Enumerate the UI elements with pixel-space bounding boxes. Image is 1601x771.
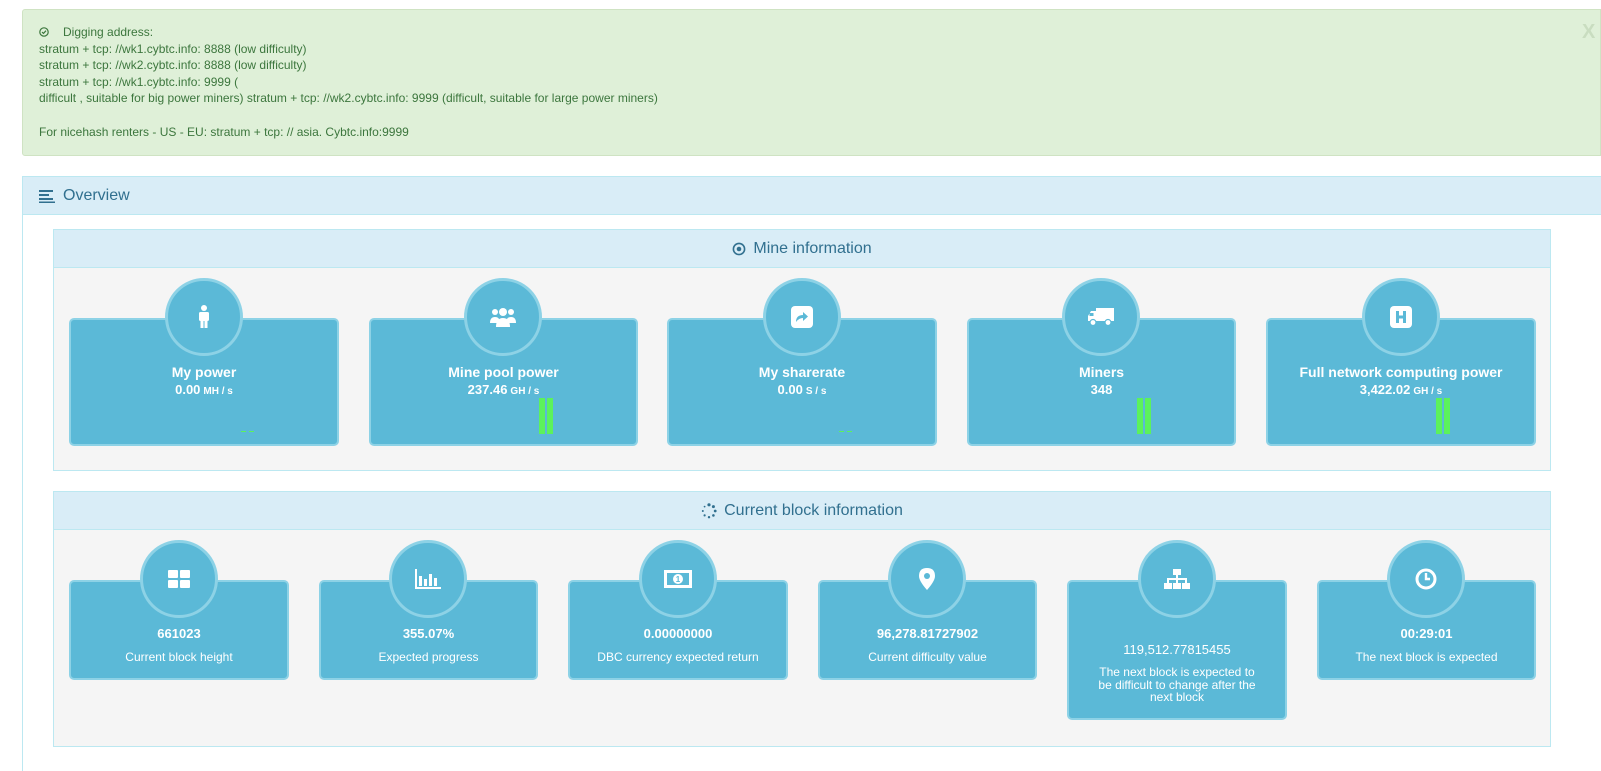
- bar-chart-icon: [415, 569, 441, 589]
- card-label: The next block is expected to be difficu…: [1098, 665, 1256, 704]
- overview-title: Overview: [63, 186, 130, 204]
- sparkline: [839, 431, 852, 432]
- card-label: Expected progress: [378, 650, 479, 664]
- my-power-icon-circle: [165, 278, 243, 356]
- network-power-icon-circle: [1362, 278, 1440, 356]
- mining-address-alert: Digging address: stratum + tcp: //wk1.cy…: [22, 9, 1601, 156]
- card-label: Current block height: [125, 650, 233, 664]
- user-icon: [199, 305, 209, 328]
- card-value: 119,512.77815455: [1123, 642, 1231, 657]
- dot-circle-icon: [732, 242, 746, 255]
- alert-line: stratum + tcp: //wk1.cybtc.info: 9999 (: [39, 74, 239, 89]
- card-title: My power: [171, 364, 237, 380]
- sparkline: [241, 431, 254, 432]
- card-value: 355.07%: [402, 626, 455, 641]
- money-icon: 1: [664, 570, 692, 588]
- block-height-icon-circle: [140, 540, 218, 618]
- grid-icon: [168, 570, 190, 588]
- align-left-icon: [39, 189, 55, 203]
- block-information-panel: Current block information 661023 Current…: [53, 491, 1551, 747]
- alert-line: difficult , suitable for big power miner…: [39, 91, 658, 106]
- sparkline: [1436, 398, 1450, 434]
- share-icon: [791, 306, 813, 328]
- sparkline: [539, 398, 553, 434]
- miners-icon-circle: [1062, 278, 1140, 356]
- alert-heading: Digging address:: [63, 25, 154, 39]
- card-title: Mine pool power: [448, 364, 559, 380]
- spinner-icon: [701, 502, 717, 518]
- mine-information-heading: Mine information: [54, 230, 1550, 268]
- map-marker-icon: [919, 568, 935, 590]
- block-information-title: Current block information: [724, 501, 903, 519]
- card-label: Current difficulty value: [868, 650, 987, 664]
- card-value: 0.00000000: [643, 626, 713, 641]
- card-label: DBC currency expected return: [597, 650, 759, 664]
- alert-line: stratum + tcp: //wk1.cybtc.info: 8888 (l…: [39, 41, 307, 56]
- sitemap-icon: [1164, 569, 1190, 589]
- expected-progress-icon-circle: [389, 540, 467, 618]
- hospital-icon: [1390, 306, 1412, 328]
- users-icon: [490, 308, 516, 327]
- mine-pool-power-icon-circle: [464, 278, 542, 356]
- my-sharerate-icon-circle: [763, 278, 841, 356]
- block-information-heading: Current block information: [54, 492, 1550, 530]
- difficulty-icon-circle: [888, 540, 966, 618]
- card-value: 661023: [157, 626, 201, 641]
- next-block-time-icon-circle: [1387, 540, 1465, 618]
- truck-icon: [1088, 308, 1114, 326]
- sparkline: [1137, 398, 1151, 434]
- alert-line: stratum + tcp: //wk2.cybtc.info: 8888 (l…: [39, 58, 307, 73]
- card-value: 00:29:01: [1400, 626, 1453, 641]
- alert-nicehash-line: For nicehash renters - US - EU: stratum …: [39, 124, 409, 139]
- difficulty-card: 96,278.81727902 Current difficulty value: [818, 580, 1037, 680]
- card-label: The next block is expected: [1355, 650, 1498, 664]
- card-title: My sharerate: [758, 364, 846, 380]
- mine-information-title: Mine information: [753, 239, 872, 257]
- svg-text:1: 1: [676, 575, 681, 584]
- alert-close-button[interactable]: X: [1582, 21, 1596, 43]
- dbc-return-icon-circle: 1: [639, 540, 717, 618]
- overview-heading: Overview: [23, 177, 1601, 215]
- card-value: 348: [1090, 382, 1113, 397]
- card-title: Miners: [1078, 364, 1125, 380]
- card-title: Full network computing power: [1299, 364, 1503, 380]
- check-circle-icon: [39, 27, 49, 38]
- next-difficulty-icon-circle: [1138, 540, 1216, 618]
- clock-icon: [1415, 568, 1437, 590]
- card-value: 96,278.81727902: [876, 626, 979, 641]
